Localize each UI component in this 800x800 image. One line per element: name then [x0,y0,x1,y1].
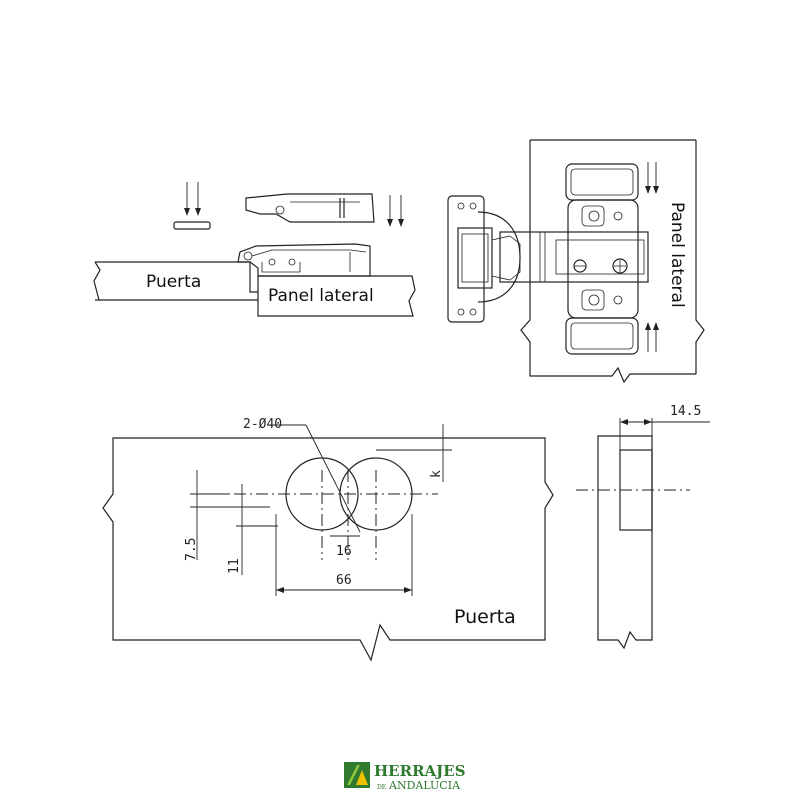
section-view: 14.5 [576,404,710,650]
cup-body [457,227,493,289]
logo-word-andalucia: ANDALUCIA [388,779,461,792]
svg-text:16: 16 [336,544,352,559]
front-door-label: Puerta [454,606,516,628]
door-section [597,435,653,650]
svg-text:11: 11 [227,558,242,574]
dim-11: 11 [227,484,278,575]
door-break-line [93,261,101,301]
side-panel-board [257,275,416,317]
logo-word-herrajes: HERRAJES [374,762,466,780]
panel-outline [520,140,696,384]
brand-logo: HERRAJES DE ANDALUCIA [344,762,466,792]
down-arrows-right [387,195,404,227]
hinge-assembled [237,243,371,277]
dim-14-5: 14.5 [619,404,710,450]
hinge-arm-detached [245,193,375,223]
door-board [95,261,258,301]
k-dim-label: k [429,470,444,478]
front-view: 7.5 11 2-Ø40 k 16 66 Puerta [102,417,554,662]
panel-arrows [645,162,659,352]
svg-text:14.5: 14.5 [670,404,701,419]
side-door-label: Puerta [146,272,201,292]
logo-word-de: DE [377,784,386,791]
side-view: Puerta Panel lateral [93,182,416,317]
mounting-plate-part [173,221,211,230]
bore-dim-label: 2-Ø40 [243,417,282,432]
top-panel-label: Panel lateral [667,202,687,308]
top-view: Panel lateral [447,139,705,384]
bore-leader [305,424,361,533]
side-panel-label: Panel lateral [268,286,374,306]
svg-text:7.5: 7.5 [184,538,199,561]
dim-7-5: 7.5 [184,470,270,561]
down-arrows-left [184,182,201,216]
door-panel [102,437,554,662]
dim-16: 16 [330,535,360,559]
dim-66: 66 [275,514,413,596]
adjust-screw-2 [612,258,628,274]
hinge-arm-top [499,231,649,283]
base-plate [567,199,639,319]
door-mount-plate [447,195,485,323]
svg-text:66: 66 [336,573,352,588]
